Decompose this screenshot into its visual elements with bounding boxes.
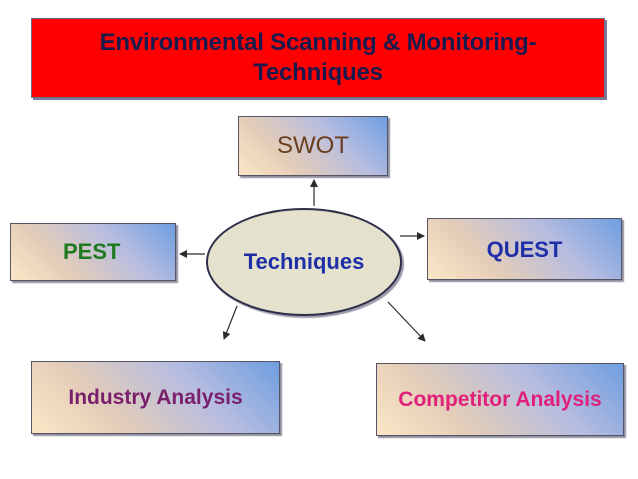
node-swot: SWOT xyxy=(238,116,388,176)
arrow-to-industry xyxy=(222,305,238,340)
arrow-to-competitor xyxy=(387,301,426,342)
node-industry-analysis-label: Industry Analysis xyxy=(68,385,243,409)
title-banner: Environmental Scanning & Monitoring- Tec… xyxy=(31,18,605,98)
title-line-2: Techniques xyxy=(253,59,383,86)
node-pest-label: PEST xyxy=(63,239,121,264)
center-ellipse: Techniques xyxy=(206,208,402,316)
title-line-1: Environmental Scanning & Monitoring- xyxy=(99,29,537,56)
node-competitor-analysis: Competitor Analysis xyxy=(376,363,624,436)
center-label: Techniques xyxy=(243,249,365,274)
node-industry-analysis: Industry Analysis xyxy=(31,361,280,434)
node-pest: PEST xyxy=(10,223,176,281)
node-quest: QUEST xyxy=(427,218,622,280)
node-competitor-analysis-label: Competitor Analysis xyxy=(398,387,602,411)
node-swot-label: SWOT xyxy=(277,132,349,159)
node-quest-label: QUEST xyxy=(486,237,563,262)
